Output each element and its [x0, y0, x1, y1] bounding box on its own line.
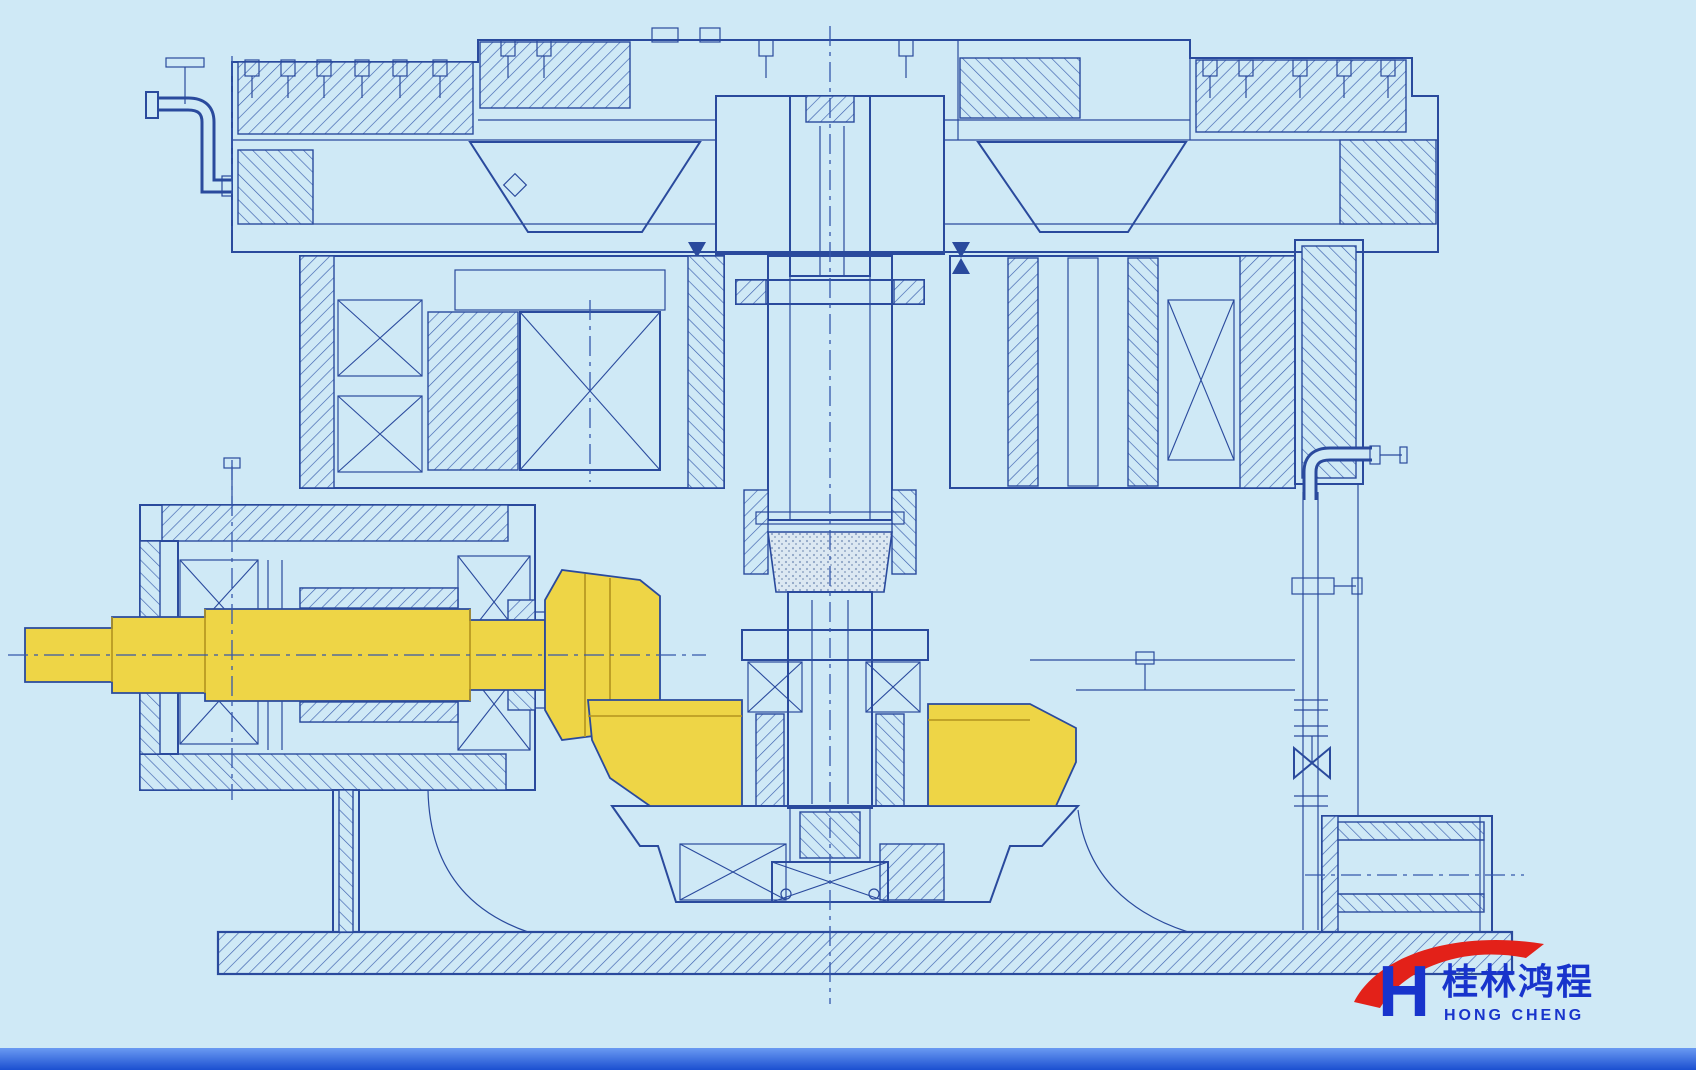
brand-logo: H 桂林鸿程 HONG CHENG: [1354, 940, 1594, 1032]
right-outer-casing: [1294, 239, 1364, 485]
oil-piping-right: [1291, 445, 1408, 930]
logo-swoosh: [1354, 940, 1544, 1008]
right-elbow-pipe: [1302, 445, 1408, 500]
left-elbow-pipe: [145, 57, 233, 197]
pipe-flange: [145, 91, 159, 119]
bearing-crosshatch: [679, 843, 787, 901]
footer-bar: [0, 1048, 1696, 1070]
funnel-left: [468, 141, 702, 233]
bearing-crosshatch: [1167, 299, 1235, 461]
base-plate: [216, 930, 1514, 976]
top-casing-section: [145, 27, 1439, 277]
bearing-crosshatch: [337, 299, 423, 377]
lower-bearing-assembly: [610, 805, 1081, 903]
ring-gear-left-highlight: [587, 699, 743, 807]
logo-english-text: HONG CHENG: [1444, 1007, 1584, 1024]
gear-chamber-section: [299, 239, 1364, 691]
flexible-coupling: [767, 531, 893, 593]
centerlines: [8, 26, 1524, 1004]
bearing-crosshatch: [865, 661, 921, 713]
valve-symbol: [1293, 736, 1331, 781]
logo-letter-h: H: [1378, 952, 1430, 1032]
bearing-crosshatch: [337, 395, 423, 473]
bottom-housing-outline: [610, 805, 1081, 903]
funnel-right: [976, 141, 1188, 233]
bearing-crosshatch: [747, 661, 803, 713]
logo-chinese-text: 桂林鸿程: [1442, 962, 1594, 1003]
inspection-mark: [502, 172, 528, 198]
hatched-cover-right: [1195, 59, 1407, 133]
ring-gear-right-highlight: [927, 703, 1077, 807]
base-section: [216, 789, 1514, 976]
